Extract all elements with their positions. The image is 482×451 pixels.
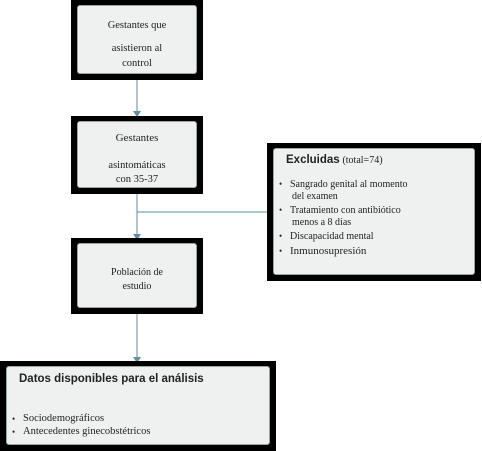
box-excluded-inner: Excluidas (total=74) • Sangrado genital … xyxy=(273,148,475,275)
bullet-icon: • xyxy=(279,245,283,256)
list-item: • Tratamiento con antibiótico menos a 8 … xyxy=(278,205,407,228)
box-asymptomatic-line-3: con 35-37 xyxy=(115,174,159,185)
bullet-icon: • xyxy=(12,427,16,437)
box-data-inner: Datos disponibles para el análisis • Soc… xyxy=(6,366,270,445)
box-population-inner: Población de estudio xyxy=(77,243,197,308)
bullet-icon: • xyxy=(12,414,16,424)
box-attended-line-2: asistieron al xyxy=(111,43,163,54)
bullet-icon: • xyxy=(279,205,283,215)
arrowhead-population xyxy=(133,234,141,240)
list-item: • Sociodemográficos xyxy=(11,413,150,425)
box-data-available: Datos disponibles para el análisis • Soc… xyxy=(0,361,276,451)
list-item: • Antecedentes ginecobstétricos xyxy=(11,426,150,438)
box-population-line-2: estudio xyxy=(122,281,152,292)
excluded-item-line-1: Inmunosupresión xyxy=(290,244,367,257)
excluded-criteria-list: • Sangrado genital al momento del examen… xyxy=(278,179,407,260)
box-population-line-1: Población de xyxy=(111,267,163,278)
box-asymptomatic-inner: Gestantes asintomáticas con 35-37 xyxy=(77,121,197,188)
excluded-item-line-1: Sangrado genital al momento xyxy=(290,179,408,190)
box-attended: Gestantes que asistieron al control xyxy=(71,0,203,80)
excluded-item-line-2: menos a 8 días xyxy=(292,216,352,228)
box-asymptomatic-line-2: asintomáticas xyxy=(108,160,166,171)
excluded-total: (total=74) xyxy=(342,155,383,166)
box-attended-inner: Gestantes que asistieron al control xyxy=(77,5,197,74)
data-item-text: Antecedentes ginecobstétricos xyxy=(23,426,151,437)
arrowhead-asymptomatic xyxy=(133,111,141,117)
excluded-heading: Excluidas (total=74) xyxy=(286,154,383,166)
arrowhead-data xyxy=(133,357,141,363)
data-item-text: Sociodemográficos xyxy=(23,413,105,424)
data-items-list: • Sociodemográficos • Antecedentes ginec… xyxy=(11,413,150,439)
list-item: • Discapacidad mental xyxy=(278,231,407,243)
box-attended-line-3: control xyxy=(122,58,152,69)
bullet-icon: • xyxy=(279,179,283,189)
box-asymptomatic: Gestantes asintomáticas con 35-37 xyxy=(71,116,203,194)
list-item: • Inmunosupresión xyxy=(278,244,407,258)
excluded-item-line-2: del examen xyxy=(292,190,338,202)
box-population: Población de estudio xyxy=(71,238,203,314)
data-title: Datos disponibles para el análisis xyxy=(19,373,204,385)
excluded-title: Excluidas xyxy=(286,154,340,166)
box-excluded: Excluidas (total=74) • Sangrado genital … xyxy=(267,143,481,281)
excluded-item-line-1: Discapacidad mental xyxy=(290,231,374,242)
list-item: • Sangrado genital al momento del examen xyxy=(278,179,407,202)
box-attended-line-1: Gestantes que xyxy=(107,20,167,31)
excluded-item-line-1: Tratamiento con antibiótico xyxy=(290,205,401,216)
box-asymptomatic-line-1: Gestantes xyxy=(115,132,159,144)
bullet-icon: • xyxy=(279,231,283,241)
